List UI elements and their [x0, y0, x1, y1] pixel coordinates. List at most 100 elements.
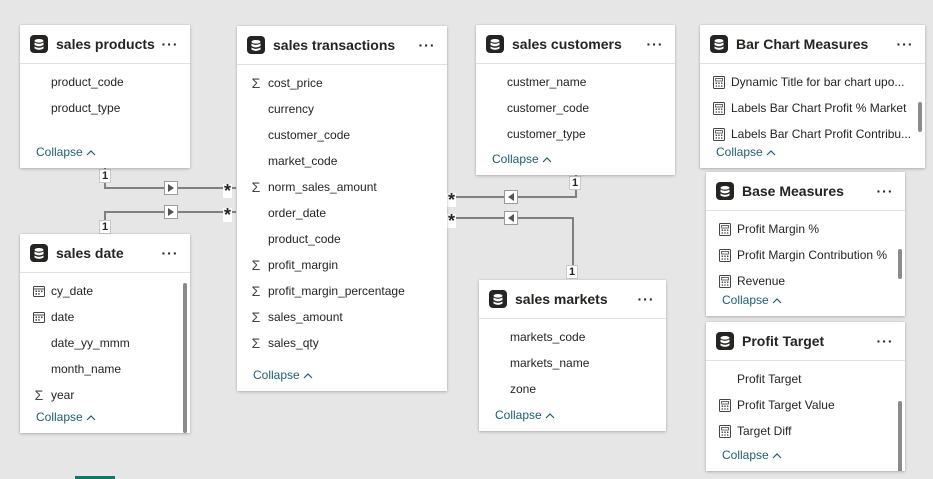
collapse-button[interactable]: Collapse — [36, 410, 96, 424]
field-item[interactable]: markets_name — [479, 350, 666, 376]
field-item[interactable]: customer_type — [476, 121, 675, 147]
field-item[interactable]: Target Diff — [706, 418, 905, 444]
field-item[interactable]: Profit Target — [706, 366, 905, 392]
collapse-label: Collapse — [722, 293, 769, 307]
collapse-button[interactable]: Collapse — [492, 152, 552, 166]
field-name: customer_code — [268, 128, 351, 142]
field-item[interactable]: customer_code — [237, 122, 447, 148]
more-options-icon[interactable]: ··· — [896, 36, 914, 52]
field-list: Dynamic Title for bar chart upo...Labels… — [700, 64, 925, 147]
more-options-icon[interactable]: ··· — [637, 291, 655, 307]
more-options-icon[interactable]: ··· — [161, 245, 179, 261]
collapse-button[interactable]: Collapse — [36, 145, 96, 159]
table-header[interactable]: Base Measures ··· — [706, 172, 905, 211]
field-item[interactable]: Dynamic Title for bar chart upo... — [700, 69, 925, 95]
field-item[interactable]: date_yy_mmm — [20, 330, 190, 356]
table-icon — [30, 35, 48, 53]
table-card-sales-customers[interactable]: sales customers··· custmer_name customer_c… — [476, 25, 675, 175]
page-tab-indicator[interactable] — [75, 476, 115, 479]
table-header[interactable]: sales products ··· — [20, 25, 190, 64]
table-title: sales transactions — [273, 37, 396, 53]
collapse-button[interactable]: Collapse — [716, 145, 776, 159]
field-item[interactable]: order_date — [237, 200, 447, 226]
table-header[interactable]: Profit Target··· — [706, 322, 905, 361]
more-options-icon[interactable]: ··· — [161, 36, 179, 52]
table-card-base-measures[interactable]: Base Measures ··· Profit Margin %Profit Ma… — [706, 172, 905, 316]
scrollbar[interactable] — [898, 401, 902, 471]
scrollbar[interactable] — [898, 249, 902, 279]
more-options-icon[interactable]: ··· — [876, 183, 894, 199]
table-icon — [716, 332, 734, 350]
chevron-up-icon — [772, 452, 782, 458]
table-icon — [247, 36, 265, 54]
field-item[interactable]: month_name — [20, 356, 190, 382]
field-item[interactable]: cy_date — [20, 278, 190, 304]
calculator-icon — [718, 424, 732, 438]
table-title: sales products — [56, 36, 155, 52]
field-item[interactable]: market_code — [237, 148, 447, 174]
scrollbar[interactable] — [183, 283, 187, 433]
table-header[interactable]: sales customers··· — [476, 25, 675, 64]
field-name: markets_name — [510, 356, 590, 370]
table-title: Base Measures — [742, 183, 844, 199]
field-name: Profit Target Value — [737, 398, 835, 412]
field-item[interactable]: product_code — [20, 69, 190, 95]
field-name: profit_margin_percentage — [268, 284, 405, 298]
field-item[interactable]: Labels Bar Chart Profit % Market — [700, 95, 925, 121]
table-card-sales-markets[interactable]: sales markets··· markets_code markets_name… — [479, 280, 666, 431]
table-icon — [710, 35, 728, 53]
field-item[interactable]: markets_code — [479, 324, 666, 350]
field-item[interactable]: Profit Target Value — [706, 392, 905, 418]
more-options-icon[interactable]: ··· — [876, 333, 894, 349]
calculator-icon — [712, 101, 726, 115]
chevron-up-icon — [545, 412, 555, 418]
field-item[interactable]: Profit Margin % — [706, 216, 905, 242]
table-card-bar-chart-measures[interactable]: Bar Chart Measures···Dynamic Title for b… — [700, 25, 925, 168]
field-item[interactable]: zone — [479, 376, 666, 402]
collapse-button[interactable]: Collapse — [722, 293, 782, 307]
field-item[interactable]: custmer_name — [476, 69, 675, 95]
collapse-button[interactable]: Collapse — [253, 368, 313, 382]
table-header[interactable]: Bar Chart Measures··· — [700, 25, 925, 64]
chevron-up-icon — [303, 372, 313, 378]
collapse-button[interactable]: Collapse — [495, 408, 555, 422]
field-name: month_name — [51, 362, 122, 376]
field-item[interactable]: product_code — [237, 226, 447, 252]
table-header[interactable]: sales transactions ··· — [237, 26, 447, 65]
collapse-button[interactable]: Collapse — [722, 448, 782, 462]
collapse-label: Collapse — [36, 410, 83, 424]
field-item[interactable]: Revenue — [706, 268, 905, 294]
cardinality-many-label: * — [223, 181, 233, 201]
chevron-up-icon — [542, 156, 552, 162]
field-item[interactable]: date — [20, 304, 190, 330]
field-name: order_date — [268, 206, 327, 220]
field-name: cost_price — [268, 76, 323, 90]
field-item[interactable]: Labels Bar Chart Profit Contribu... — [700, 121, 925, 147]
table-header[interactable]: sales date··· — [20, 234, 190, 273]
more-options-icon[interactable]: ··· — [646, 36, 664, 52]
more-options-icon[interactable]: ··· — [418, 37, 436, 53]
field-item[interactable]: Profit Margin Contribution % — [706, 242, 905, 268]
field-item[interactable]: product_type — [20, 95, 190, 121]
chevron-up-icon — [86, 414, 96, 420]
field-item[interactable]: customer_code — [476, 95, 675, 121]
field-name: custmer_name — [507, 75, 587, 89]
table-icon — [486, 35, 504, 53]
collapse-label: Collapse — [495, 408, 542, 422]
relationship-line-markets[interactable] — [447, 217, 574, 278]
table-header[interactable]: sales markets··· — [479, 280, 666, 319]
field-item[interactable]: currency — [237, 96, 447, 122]
scrollbar[interactable] — [918, 102, 922, 132]
